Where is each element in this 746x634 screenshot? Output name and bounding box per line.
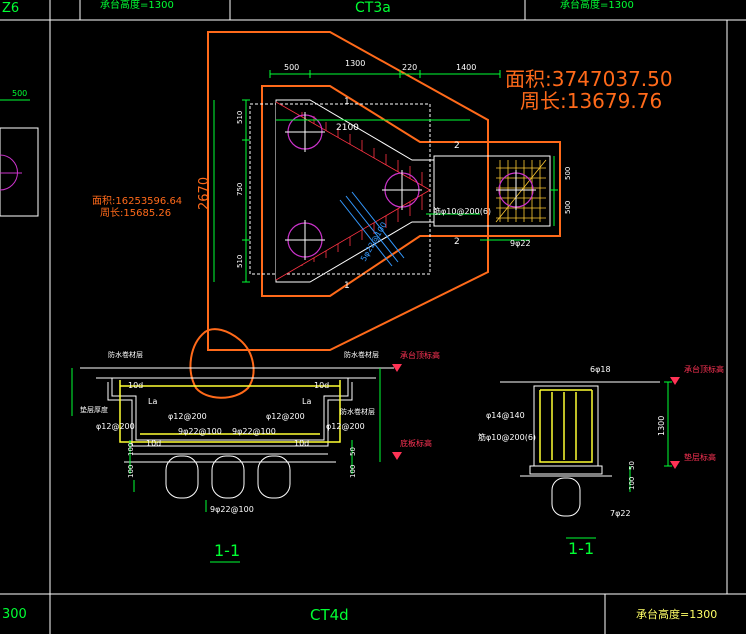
- section-left-lines: [80, 367, 394, 463]
- sl-stirrup-right2: φ12@200: [326, 422, 365, 431]
- section-right-rebar: [539, 389, 593, 463]
- sl-lap-right: La: [302, 397, 311, 406]
- sl-waterproof-top-left: 防水卷材层: [108, 350, 143, 359]
- sl-stirrup-left: φ12@200: [168, 412, 207, 421]
- sr-bottom-bar: 7φ22: [610, 509, 631, 518]
- diag-rebar: [339, 191, 405, 267]
- sr-dim-50: 50: [628, 461, 636, 470]
- top-center-code: CT3a: [355, 0, 391, 16]
- right-block-hatch: [495, 159, 547, 223]
- sl-pile-cap-top: 承台顶标高: [400, 350, 440, 360]
- plan-dim-right-1: 500: [564, 167, 572, 180]
- sl-bottom-anchor-left: 10d: [146, 439, 161, 448]
- section-left-piles: [165, 455, 291, 499]
- sr-stirrup: φ14@140: [486, 411, 525, 420]
- section-left-elev-mark-bottom: [392, 452, 402, 460]
- left-partial-detail: 500: [0, 89, 39, 217]
- bottom-left-code: 300: [2, 607, 27, 622]
- plan-dim-top-4: 1400: [456, 63, 476, 72]
- section-right-elev-mark-bottom: [670, 461, 680, 469]
- area-large: 面积:3747037.50: [505, 67, 673, 91]
- section-left-rebar: [119, 380, 341, 443]
- sl-pile-cap-bottom: 底板标高: [400, 438, 432, 448]
- sl-cushion: 垫层厚度: [80, 405, 108, 414]
- sr-height: 1300: [657, 416, 666, 436]
- sl-dim-100-b: 100: [127, 465, 135, 478]
- sl-bar-right: 9φ22@100: [232, 427, 276, 436]
- top-right-height-label: 承台高度=1300: [560, 0, 634, 11]
- sl-waterproof-mid: 防水卷材层: [340, 407, 375, 416]
- sr-pile-cap-bottom: 垫层标高: [684, 452, 716, 462]
- section-mark-3: 2: [454, 237, 460, 247]
- section-right-title: 1-1: [568, 539, 594, 558]
- sr-dim-100: 100: [628, 477, 636, 490]
- plan-dim-left-3: 510: [236, 255, 244, 268]
- plan-dim-top-2: 1300: [345, 59, 365, 68]
- sl-lap-left: La: [148, 397, 157, 406]
- perimeter-small: 周长:15685.26: [100, 207, 171, 219]
- plan-dim-top-3: 220: [402, 63, 417, 72]
- plan-rebar-side: 筋φ10@200(6): [433, 206, 491, 216]
- section-left-dims: [71, 368, 381, 563]
- sl-dim-100-c: 100: [349, 465, 357, 478]
- bottom-center-code: CT4d: [310, 606, 349, 624]
- section-right-elev-mark-top: [670, 377, 680, 385]
- sr-pile-cap-top: 承台顶标高: [684, 364, 724, 374]
- plan-dim-right-2: 500: [564, 201, 572, 214]
- section-right-dims: [566, 381, 672, 539]
- sl-anchor-left: 10d: [128, 381, 143, 390]
- left-small-dim: 500: [12, 89, 27, 98]
- sl-bar-left: 9φ22@100: [178, 427, 222, 436]
- sl-dim-100-a: 100: [127, 443, 135, 456]
- plan-rebar-top: 2100: [336, 123, 359, 133]
- perimeter-large: 周长:13679.76: [520, 89, 662, 113]
- bottom-right-height-label: 承台高度=1300: [636, 607, 717, 621]
- plan-dim-left-2: 750: [236, 183, 244, 196]
- plan-rebar-bottom: 9φ22: [510, 239, 531, 248]
- area-small: 面积:16253596.64: [92, 195, 182, 207]
- plan-dimension-lines: [213, 70, 558, 283]
- sl-stirrup-right: φ12@200: [266, 412, 305, 421]
- sl-bottom-bar: 9φ22@100: [210, 505, 254, 514]
- sl-dim-50-a: 50: [349, 447, 357, 456]
- sr-top-bar: 6φ18: [590, 365, 611, 374]
- plan-dim-total: 2670: [197, 177, 212, 210]
- plan-outline: [207, 31, 561, 351]
- section-right-lines: [500, 381, 660, 517]
- plan-dim-left-1: 510: [236, 111, 244, 124]
- pile-centerlines: [285, 112, 536, 260]
- section-mark-4: 1: [344, 281, 350, 291]
- sl-stirrup-left2: φ12@200: [96, 422, 135, 431]
- sr-side-bar: 筋φ10@200(6): [478, 432, 536, 442]
- section-mark-2: 2: [454, 141, 460, 151]
- top-height-label: 承台高度=1300: [100, 0, 174, 11]
- sl-anchor-right: 10d: [314, 381, 329, 390]
- top-left-code: Z6: [2, 1, 19, 16]
- sl-waterproof-top-right: 防水卷材层: [344, 350, 379, 359]
- markup-loop: [189, 328, 255, 399]
- plan-dim-top-1: 500: [284, 63, 299, 72]
- section-mark-1: 1: [344, 97, 350, 107]
- sl-bottom-anchor-right: 10d: [294, 439, 309, 448]
- section-left-title: 1-1: [214, 541, 240, 560]
- section-left-elev-mark-top: [392, 364, 402, 372]
